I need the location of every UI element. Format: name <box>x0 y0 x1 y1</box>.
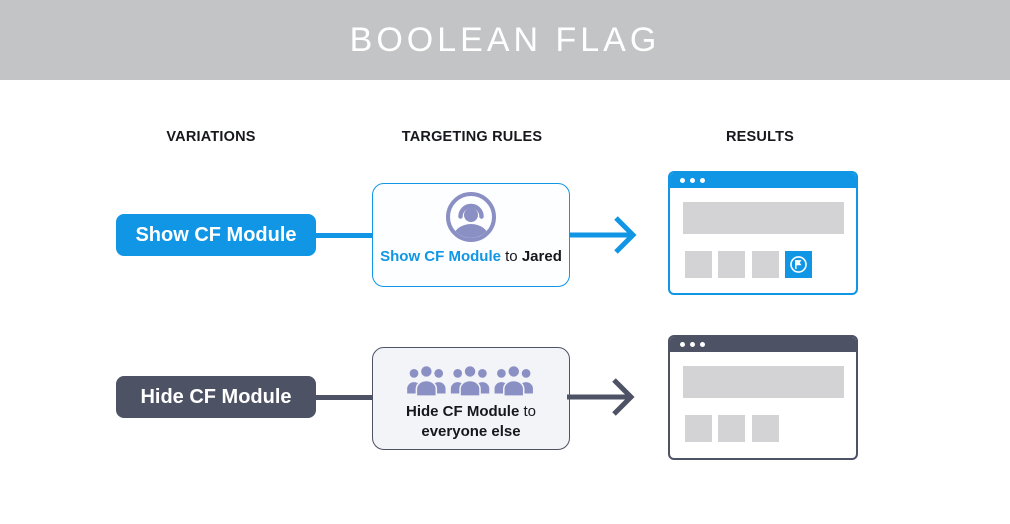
content-placeholder-block <box>752 251 779 278</box>
window-dot <box>700 342 705 347</box>
rule-connector: to <box>523 403 536 420</box>
rule-text: Hide CF Module to everyone else <box>406 402 536 442</box>
cf-module-tile <box>785 251 812 278</box>
content-placeholder-block <box>752 415 779 442</box>
window-dot <box>690 178 695 183</box>
rule-target: everyone else <box>421 423 521 440</box>
content-placeholder-block <box>685 251 712 278</box>
column-header-targeting-rules: TARGETING RULES <box>401 129 543 145</box>
arrow-right-icon <box>569 216 637 254</box>
window-controls <box>670 337 856 352</box>
content-placeholder-block <box>718 251 745 278</box>
page-title: BOOLEAN FLAG <box>349 20 661 59</box>
rule-text: Show CF Module to Jared <box>380 247 562 267</box>
connector-line <box>314 233 374 238</box>
window-dot <box>690 342 695 347</box>
rule-flag-name: Show CF Module <box>380 248 501 265</box>
title-banner: BOOLEAN FLAG <box>0 0 1010 80</box>
content-placeholder-block <box>718 415 745 442</box>
user-in-circle-icon <box>446 192 496 242</box>
window-dot <box>680 342 685 347</box>
targeting-rule-box-show: Show CF Module to Jared <box>372 183 570 287</box>
connector-line <box>314 395 374 400</box>
column-header-variations: VARIATIONS <box>166 129 256 145</box>
rule-target: Jared <box>521 248 562 265</box>
content-placeholder-block <box>685 415 712 442</box>
window-dot <box>680 178 685 183</box>
window-dot <box>700 178 705 183</box>
content-placeholder-banner <box>683 366 844 398</box>
window-controls <box>670 173 856 188</box>
result-browser-window-hide <box>668 335 858 460</box>
variation-pill-show-cf-module: Show CF Module <box>116 214 316 256</box>
group-icon <box>405 364 535 397</box>
arrow-right-icon <box>567 378 635 416</box>
rule-connector: to <box>505 248 518 265</box>
variation-pill-hide-cf-module: Hide CF Module <box>116 376 316 418</box>
result-browser-window-show <box>668 171 858 295</box>
rule-flag-name: Hide CF Module <box>405 403 520 420</box>
column-header-results: RESULTS <box>726 129 794 145</box>
flag-icon <box>790 256 807 273</box>
content-placeholder-banner <box>683 202 844 234</box>
targeting-rule-box-hide: Hide CF Module to everyone else <box>372 347 570 450</box>
